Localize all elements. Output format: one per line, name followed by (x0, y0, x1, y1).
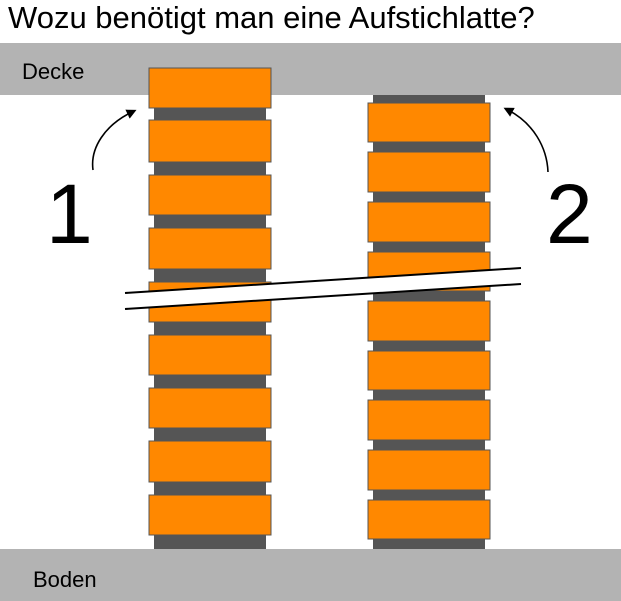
mortar-joint (373, 242, 485, 252)
mortar-joint (373, 142, 485, 152)
ceiling-slab (0, 43, 621, 95)
stack-label-2: 2 (546, 167, 593, 261)
mortar-joint (373, 490, 485, 500)
mortar-joint (373, 192, 485, 202)
page-title: Wozu benötigt man eine Aufstichlatte? (8, 0, 535, 35)
floor-label: Boden (33, 567, 97, 592)
mortar-joint (154, 428, 266, 441)
ceiling-label: Decke (22, 59, 85, 84)
mortar-joint (373, 291, 485, 301)
floor-slab (0, 549, 621, 601)
mortar-joint (373, 390, 485, 400)
mortar-joint (154, 269, 266, 282)
brick (367, 399, 491, 441)
brick (148, 227, 272, 270)
brick (148, 334, 272, 376)
mortar-joint (373, 539, 485, 549)
brick (367, 350, 491, 391)
stack-label-1: 1 (46, 167, 93, 261)
brick (148, 387, 272, 429)
brick (148, 67, 272, 109)
mortar-joint (154, 108, 266, 120)
brick (367, 300, 491, 342)
brick (148, 174, 272, 216)
mortar-joint (373, 341, 485, 351)
mortar-joint (154, 375, 266, 388)
mortar-joint (154, 322, 266, 335)
mortar-joint (154, 162, 266, 175)
brick (148, 440, 272, 483)
break-marker (124, 267, 522, 310)
mortar-joint (373, 95, 485, 103)
brick-stack-2 (367, 95, 491, 549)
arrow-icon-2 (503, 107, 549, 173)
brick (367, 449, 491, 491)
brick (367, 102, 491, 143)
arrow-icon-1 (91, 109, 137, 171)
mortar-joint (154, 535, 266, 549)
mortar-joint (154, 482, 266, 495)
brick (148, 119, 272, 163)
brick (148, 494, 272, 536)
mortar-joint (373, 440, 485, 450)
brick (367, 499, 491, 540)
brick (367, 201, 491, 243)
brick-stack-1 (148, 67, 272, 549)
brick (367, 151, 491, 193)
mortar-joint (154, 215, 266, 228)
